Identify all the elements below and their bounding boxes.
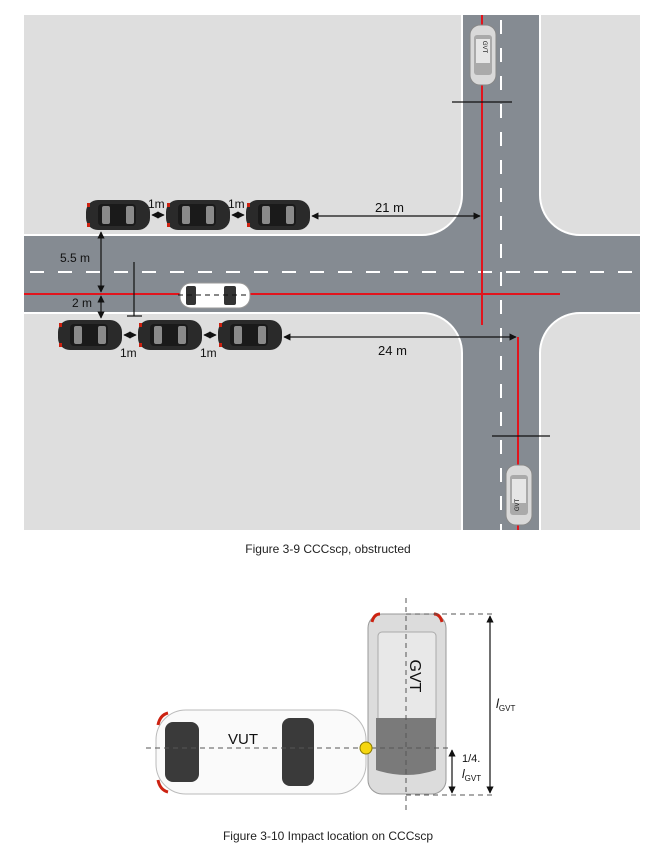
- intersection-diagram: GVT GVT 1m 1m 1m 1m 21 m 24 m 5.5 m 2 m: [24, 15, 640, 530]
- svg-text:lGVT: lGVT: [496, 696, 515, 713]
- gvt-car-large: GVT: [367, 612, 447, 795]
- svg-text:1m: 1m: [200, 346, 217, 360]
- svg-text:VUT: VUT: [228, 731, 258, 748]
- parked-car: [218, 320, 282, 350]
- impact-location-diagram: VUT GVT lGVT 1/4. lGVT: [146, 598, 515, 812]
- vut-car-large: VUT: [155, 709, 367, 795]
- svg-text:GVT: GVT: [481, 41, 487, 54]
- svg-text:5.5 m: 5.5 m: [60, 251, 90, 265]
- svg-text:2 m: 2 m: [72, 296, 92, 310]
- svg-text:21 m: 21 m: [375, 200, 404, 215]
- figure-caption-3-9: Figure 3-9 CCCscp, obstructed: [245, 542, 411, 556]
- svg-text:lGVT: lGVT: [462, 767, 481, 783]
- parked-car: [86, 200, 150, 230]
- svg-text:1/4.: 1/4.: [462, 753, 480, 765]
- svg-text:1m: 1m: [120, 346, 137, 360]
- figure-caption-3-10: Figure 3-10 Impact location on CCCscp: [222, 829, 434, 843]
- svg-text:GVT: GVT: [515, 499, 521, 512]
- gvt-car-top: GVT: [469, 24, 497, 86]
- parked-car: [58, 320, 122, 350]
- curb-lines: [24, 15, 640, 530]
- parked-car: [166, 200, 230, 230]
- parked-car: [246, 200, 310, 230]
- svg-text:GVT: GVT: [406, 660, 423, 693]
- gvt-car-bottom: GVT: [505, 464, 533, 526]
- svg-text:1m: 1m: [148, 197, 165, 211]
- vut-car: [178, 282, 251, 309]
- parked-car: [138, 320, 202, 350]
- svg-text:24 m: 24 m: [378, 343, 407, 358]
- impact-point-marker: [359, 741, 373, 755]
- horizontal-road: [24, 235, 640, 313]
- svg-text:1m: 1m: [228, 197, 245, 211]
